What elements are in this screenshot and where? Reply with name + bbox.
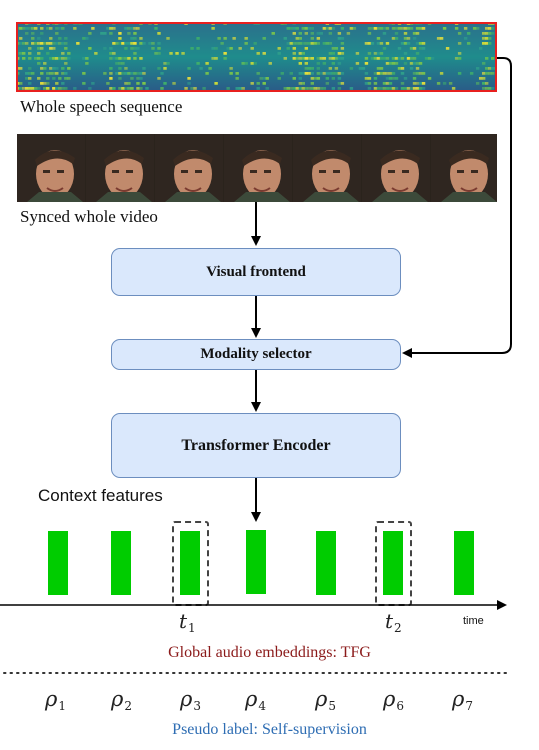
pseudo-label-rho7: ρ7 <box>452 687 473 713</box>
video-frame <box>431 134 497 202</box>
speech-spectrogram <box>16 22 497 92</box>
arrow-speech-to-selector <box>402 57 512 358</box>
feature-bar-selected <box>383 531 403 595</box>
pseudo-label-rho6: ρ6 <box>383 687 404 713</box>
feature-bar <box>246 530 266 594</box>
video-frame <box>362 134 430 202</box>
feature-bar <box>111 531 131 595</box>
speech-caption: Whole speech sequence <box>20 97 183 116</box>
video-frame <box>86 134 154 202</box>
visual-frontend-box: Visual frontend <box>111 248 401 296</box>
feature-bar <box>316 531 336 595</box>
selected-frame-box-t1 <box>172 521 209 606</box>
time-marker-t2: t2 <box>385 609 402 635</box>
selected-frame-box-t2 <box>375 521 412 606</box>
video-strip <box>17 134 497 202</box>
modality-selector-box: Modality selector <box>111 339 401 370</box>
feature-bar <box>48 531 68 595</box>
pseudo-label-rho1: ρ1 <box>45 687 66 713</box>
tfg-label: Global audio embeddings: TFG <box>168 644 371 661</box>
time-axis <box>0 600 507 610</box>
video-frame <box>155 134 223 202</box>
context-features-label: Context features <box>38 486 163 505</box>
pseudo-label-rho3: ρ3 <box>180 687 201 713</box>
transformer-encoder-box: Transformer Encoder <box>111 413 401 478</box>
feature-bar-selected <box>180 531 200 595</box>
video-frame <box>293 134 361 202</box>
dotted-divider <box>3 672 511 674</box>
supervision-label: Pseudo label: Self-supervision <box>172 721 367 738</box>
pseudo-label-rho2: ρ2 <box>111 687 132 713</box>
video-frame <box>224 134 292 202</box>
pseudo-label-rho4: ρ4 <box>245 687 266 713</box>
time-marker-t1: t1 <box>179 609 196 635</box>
video-frame <box>17 134 85 202</box>
pseudo-label-rho5: ρ5 <box>315 687 336 713</box>
feature-bar <box>454 531 474 595</box>
video-caption: Synced whole video <box>20 207 158 226</box>
time-axis-label: time <box>463 615 484 627</box>
